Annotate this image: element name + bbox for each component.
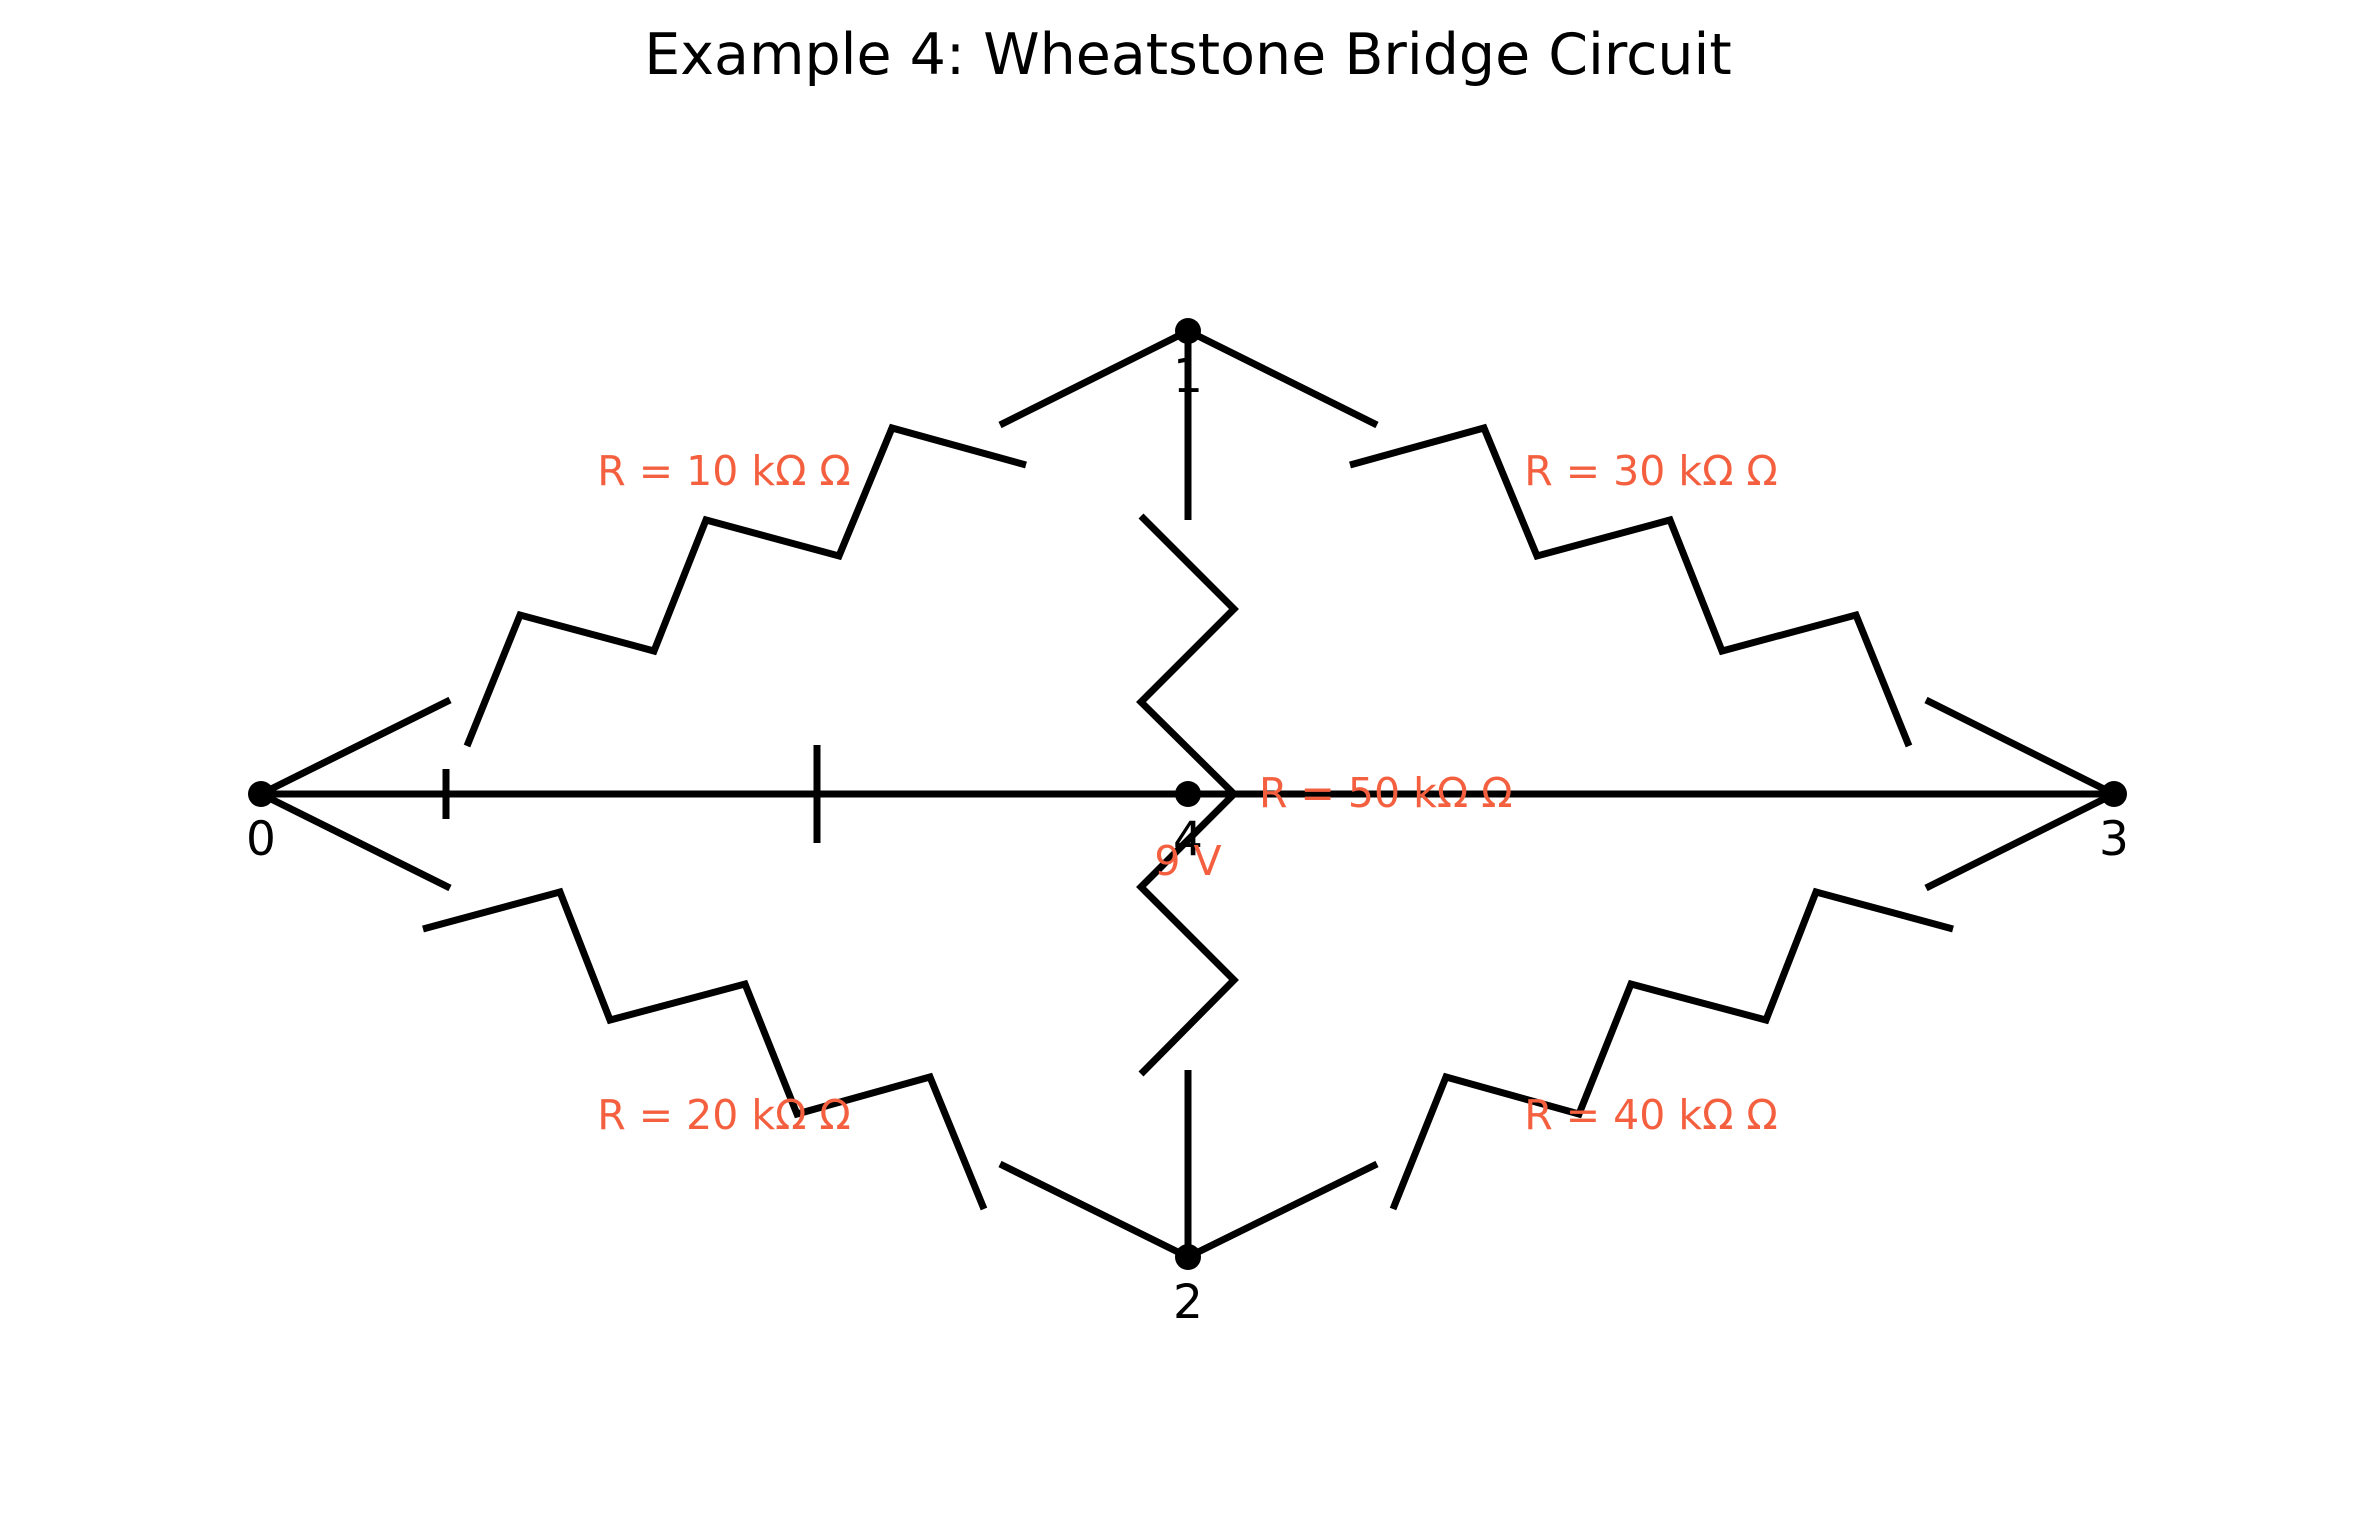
resistor-r2-label: R = 20 kΩ Ω xyxy=(597,1091,851,1139)
resistor-r3-lead-b xyxy=(1924,696,2116,798)
node-1-dot xyxy=(1175,318,1201,344)
node-3-dot xyxy=(2101,781,2127,807)
resistor-r3-zigzag xyxy=(1349,423,1913,748)
resistor-r4-lead-a xyxy=(1186,1160,1379,1261)
resistor-r5-label: R = 50 kΩ Ω xyxy=(1259,769,1513,817)
resistor-r2-lead-b xyxy=(998,1160,1190,1261)
resistor-r4-label: R = 40 kΩ Ω xyxy=(1524,1091,1778,1139)
resistor-r2-lead-a xyxy=(259,790,452,892)
circuit-wires xyxy=(259,327,2116,1261)
circuit-nodes xyxy=(248,318,2127,1270)
resistor-r1-lead-a xyxy=(259,696,452,798)
resistor-r3-lead-a xyxy=(1186,327,1379,429)
resistor-r4-zigzag xyxy=(1389,887,1954,1211)
diagram-title: Example 4: Wheatstone Bridge Circuit xyxy=(644,22,1731,88)
resistor-r3-label: R = 30 kΩ Ω xyxy=(1524,447,1778,495)
node-0-dot xyxy=(248,781,274,807)
resistor-r1-zigzag xyxy=(463,423,1027,748)
node-label-2: 2 xyxy=(1173,1275,1203,1330)
resistor-r4-lead-b xyxy=(1924,790,2116,892)
node-label-3: 3 xyxy=(2099,812,2129,867)
voltage-source-label: 9 V xyxy=(1154,837,1221,885)
node-label-0: 0 xyxy=(246,812,276,867)
resistor-r1-lead-b xyxy=(998,327,1190,429)
node-4-dot xyxy=(1175,781,1201,807)
resistor-r1-label: R = 10 kΩ Ω xyxy=(597,447,851,495)
node-label-1: 1 xyxy=(1173,349,1203,404)
node-2-dot xyxy=(1175,1244,1201,1270)
node-label-4: 4 xyxy=(1173,812,1203,867)
resistor-r2-zigzag xyxy=(422,887,988,1211)
